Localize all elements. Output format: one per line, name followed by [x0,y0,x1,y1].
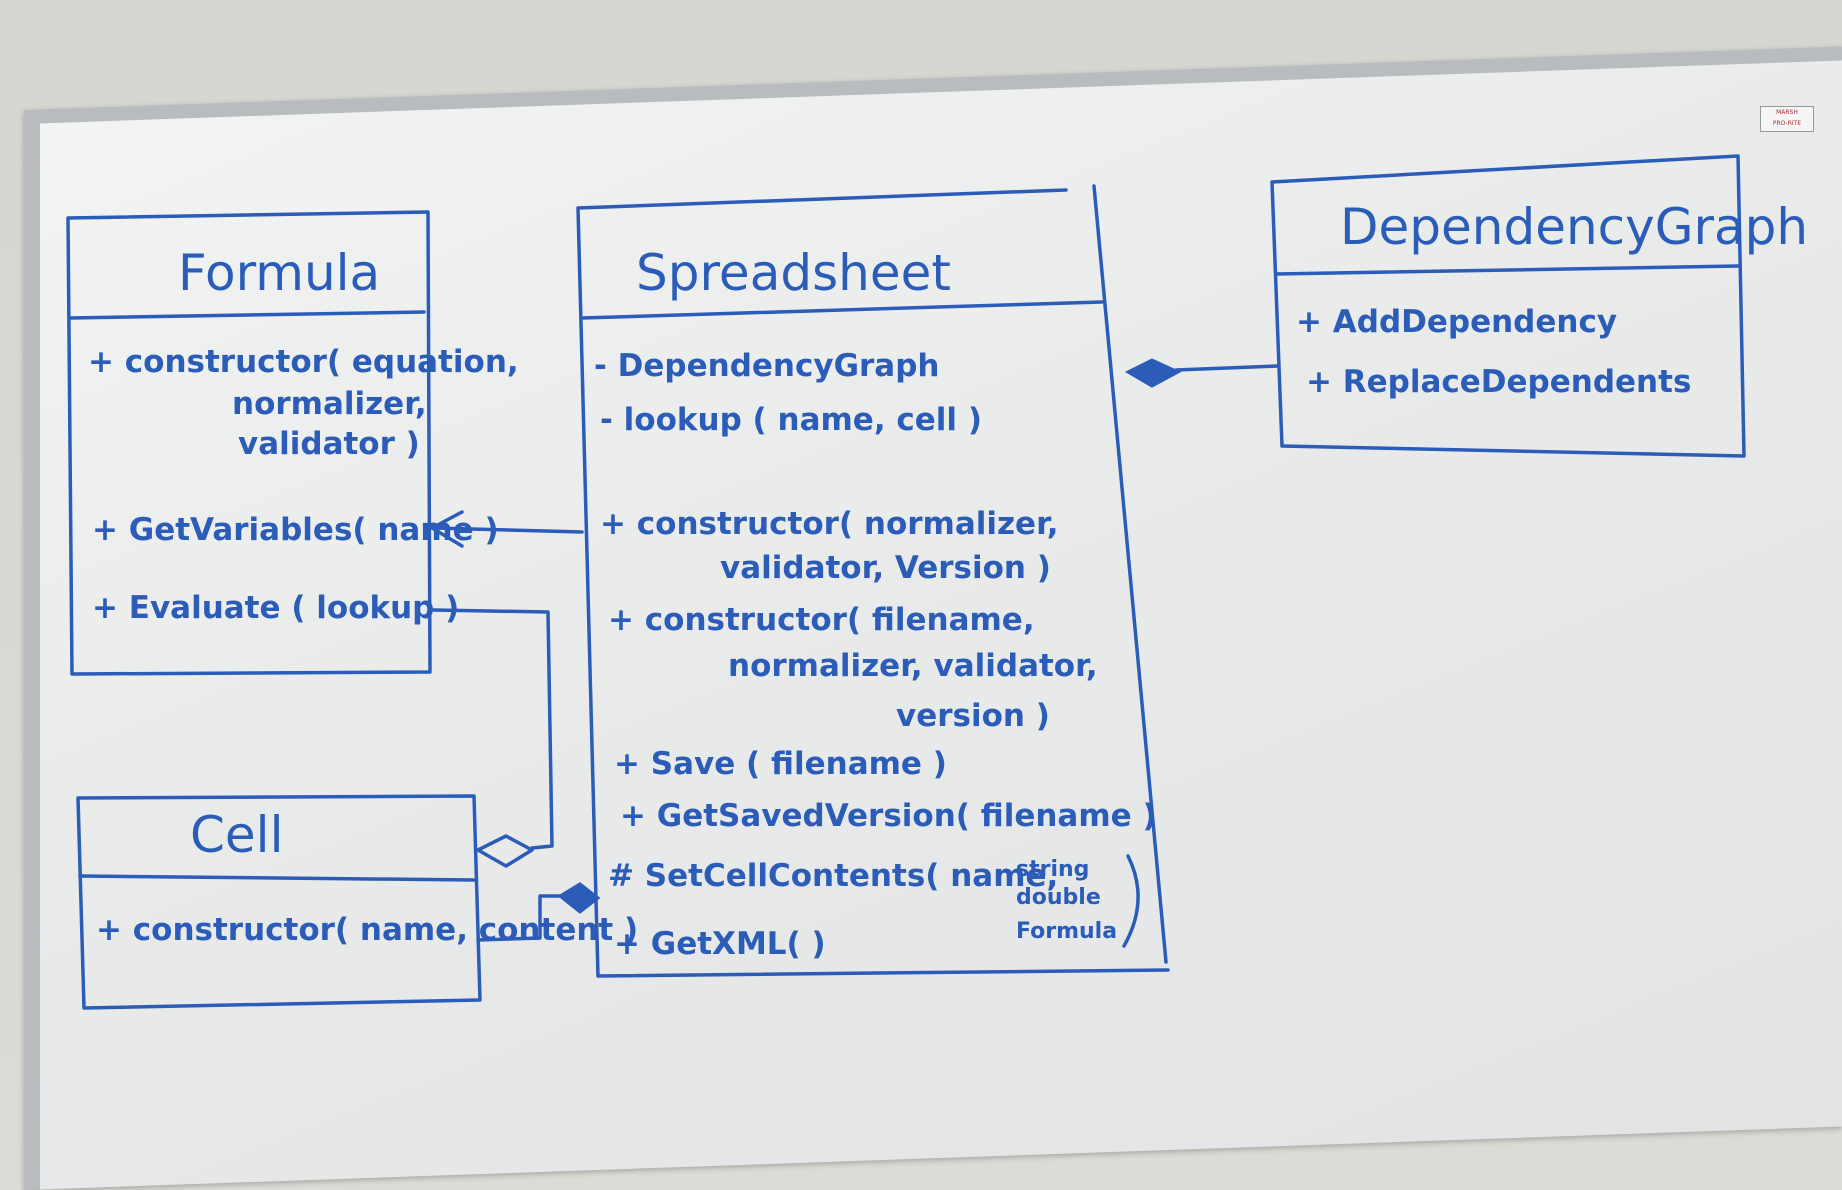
relation-cell-aggregates-formula [432,608,554,868]
class-formula-box [66,210,432,676]
formula-member: validator ) [238,426,420,462]
brand-badge-line: MARSH [1776,109,1798,116]
class-formula-name: Formula [178,244,380,302]
formula-member: + Evaluate ( lookup ) [92,590,459,626]
class-formula: Formula + constructor( equation, normali… [66,210,519,676]
filled-diamond [557,882,601,914]
spreadsheet-member: - lookup ( name, cell ) [600,402,982,438]
brand-badge-line: PRO-RITE [1772,120,1802,127]
relation-line [1174,364,1280,372]
filled-diamond [1124,358,1182,388]
formula-member: + GetVariables( name ) [92,512,499,548]
dependency-graph-member: + AddDependency [1296,304,1617,340]
class-dependency-graph-divider [1274,264,1740,276]
content-type-closing-paren [1122,854,1140,948]
spreadsheet-content-type: Formula [1016,919,1117,944]
spreadsheet-member: validator, Version ) [720,550,1051,586]
class-formula-divider [68,310,426,320]
relation-spreadsheet-composes-dependency-graph [1124,358,1280,388]
spreadsheet-member: + constructor( filename, [608,602,1035,638]
class-dependency-graph-name: DependencyGraph [1340,198,1808,256]
cell-member: + constructor( name, content ) [96,912,638,948]
class-spreadsheet-name: Spreadsheet [636,244,951,302]
class-cell-box [76,794,482,1010]
class-cell-name: Cell [190,806,283,864]
spreadsheet-content-type: double [1016,885,1101,910]
relation-spreadsheet-composes-cell [476,882,601,942]
relation-line [432,608,554,850]
spreadsheet-member: + GetXML( ) [614,926,826,962]
spreadsheet-member: normalizer, validator, [728,648,1098,684]
class-dependency-graph-box [1270,154,1746,458]
spreadsheet-member: version ) [896,698,1050,734]
spreadsheet-member: + Save ( filename ) [614,746,947,782]
class-cell: Cell + constructor( name, content ) [76,794,638,1010]
whiteboard-brand-badge: MARSH PRO-RITE [1760,106,1814,132]
class-dependency-graph: DependencyGraph + AddDependency + Replac… [1270,154,1808,458]
relation-line [432,526,584,534]
relation-spreadsheet-uses-formula [430,510,584,548]
spreadsheet-content-type: string [1016,857,1089,882]
spreadsheet-member: + GetSavedVersion( filename ) [620,798,1157,834]
spreadsheet-member: + constructor( normalizer, [600,506,1059,542]
hollow-diamond [476,834,534,868]
spreadsheet-member: - DependencyGraph [594,348,939,384]
formula-member: normalizer, [232,386,427,422]
class-cell-divider [78,874,476,882]
spreadsheet-member: # SetCellContents( name, [608,858,1058,894]
formula-member: + constructor( equation, [88,344,519,380]
dependency-graph-member: + ReplaceDependents [1306,364,1691,400]
open-arrowhead [430,510,464,548]
class-spreadsheet: Spreadsheet - DependencyGraph - lookup (… [576,184,1170,978]
class-spreadsheet-divider [580,300,1104,320]
class-spreadsheet-box [576,184,1170,978]
relation-line [476,894,562,942]
